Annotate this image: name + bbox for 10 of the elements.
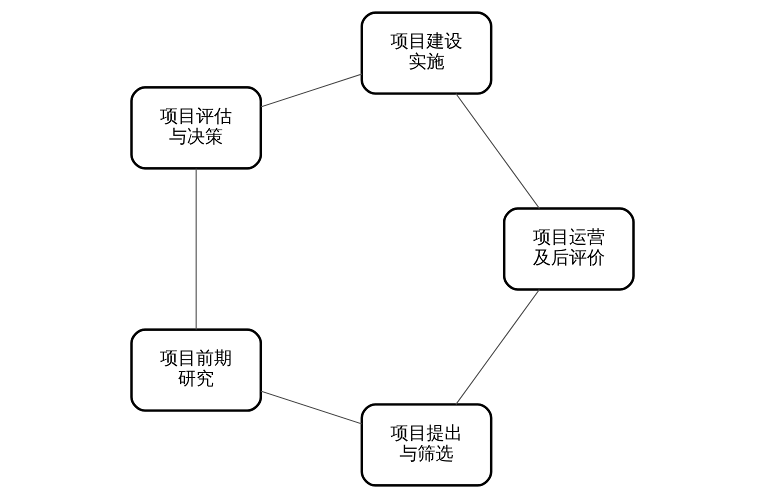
node-box: 项目提出与筛选 — [360, 403, 492, 487]
connector — [260, 74, 362, 108]
connector — [454, 289, 540, 405]
node-box: 项目前期研究 — [130, 328, 262, 412]
node-box: 项目评估与决策 — [130, 86, 262, 170]
node-box: 项目运营及后评价 — [502, 207, 634, 291]
connector — [260, 390, 362, 424]
node-box: 项目建设实施 — [360, 11, 492, 95]
connector — [455, 93, 540, 209]
connector — [195, 168, 196, 330]
